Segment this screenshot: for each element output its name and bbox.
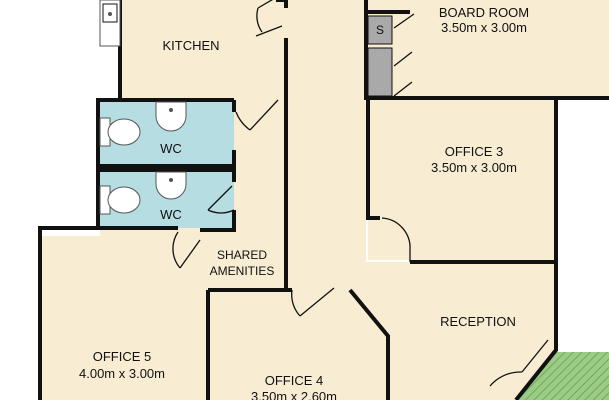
board-room-label: BOARD ROOM xyxy=(439,5,529,20)
storage-outline-lower xyxy=(367,47,393,97)
wc-upper-label: WC xyxy=(160,141,182,156)
office-4-label: OFFICE 4 xyxy=(265,373,324,388)
storage-cupboard-upper xyxy=(368,16,392,44)
floor-areas xyxy=(40,0,609,400)
office-5-size: 4.00m x 3.00m xyxy=(79,366,165,381)
toilet-icon xyxy=(99,117,141,147)
reception-label: RECEPTION xyxy=(440,314,516,329)
basin-icon xyxy=(155,101,187,132)
basin-icon xyxy=(155,171,187,200)
office-5-floor xyxy=(40,236,208,400)
wc-lower-label: WC xyxy=(160,207,182,222)
office-3-floor xyxy=(368,100,554,260)
office-5-label: OFFICE 5 xyxy=(93,349,152,364)
planter xyxy=(516,352,609,400)
walls xyxy=(38,0,609,400)
kitchen-sink xyxy=(99,0,121,47)
office-4-floor xyxy=(208,290,388,400)
kitchen-label: KITCHEN xyxy=(162,38,219,53)
kitchen-floor xyxy=(120,0,286,100)
office-3-size: 3.50m x 3.00m xyxy=(431,160,517,175)
shared-amenities-label-2: AMENITIES xyxy=(210,264,275,278)
storage-outline-upper xyxy=(367,15,393,45)
door-swings xyxy=(172,0,549,387)
office-3-label: OFFICE 3 xyxy=(445,144,504,159)
board-room-size: 3.50m x 3.00m xyxy=(441,20,527,35)
storage-cupboard-lower xyxy=(368,48,392,96)
toilet-icon xyxy=(99,185,141,215)
storage-label: S xyxy=(376,23,384,37)
side-corridor-floor xyxy=(234,100,286,230)
office-4-size: 3.50m x 2.60m xyxy=(251,389,337,400)
board-room-floor xyxy=(366,0,609,98)
shared-amenities-label-1: SHARED xyxy=(217,248,267,262)
